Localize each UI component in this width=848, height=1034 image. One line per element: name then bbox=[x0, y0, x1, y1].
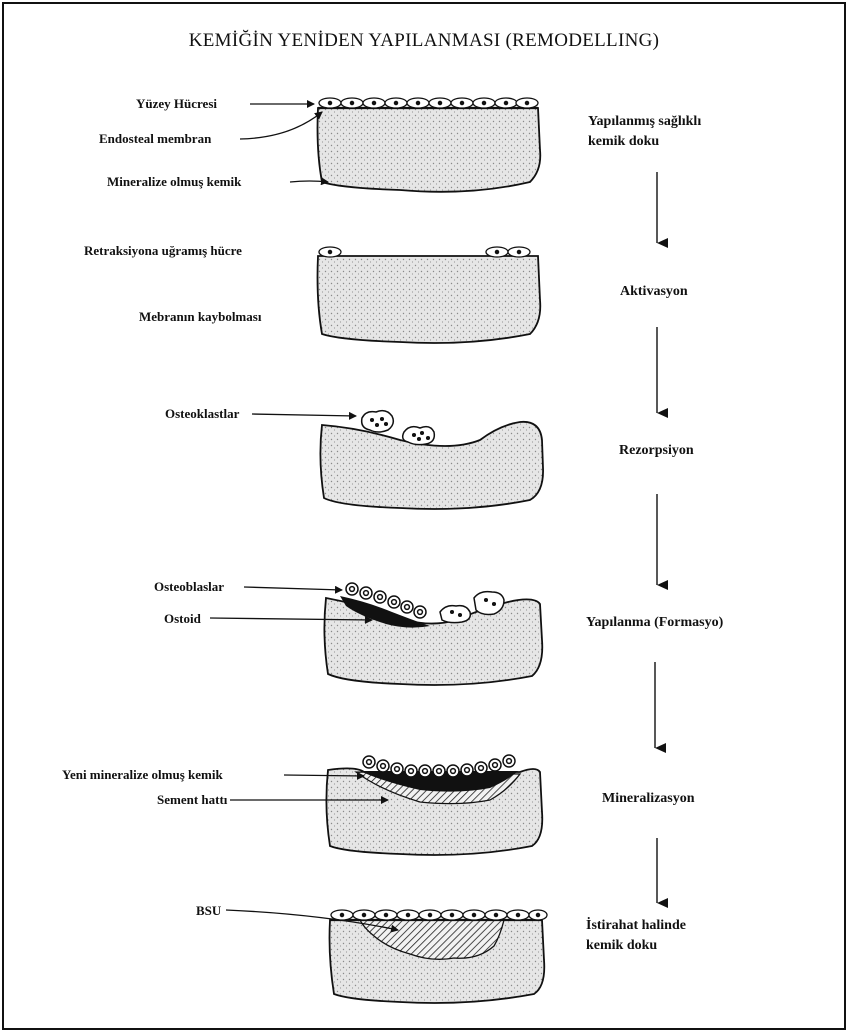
surface-cell-row bbox=[319, 98, 538, 108]
pointer-endosteal-membrane bbox=[240, 112, 322, 139]
bone-block-activation bbox=[318, 247, 541, 343]
pointer-mineralized-bone bbox=[290, 181, 328, 182]
pointer-osteoclasts bbox=[252, 414, 356, 416]
bone-block-mineralization bbox=[326, 755, 542, 855]
bone-block-formation bbox=[324, 583, 542, 685]
surface-cell-row-resting bbox=[331, 910, 547, 920]
pointer-osteoblasts bbox=[244, 587, 342, 590]
bone-block-resorption bbox=[320, 411, 543, 509]
bone-block-healthy bbox=[318, 98, 541, 192]
